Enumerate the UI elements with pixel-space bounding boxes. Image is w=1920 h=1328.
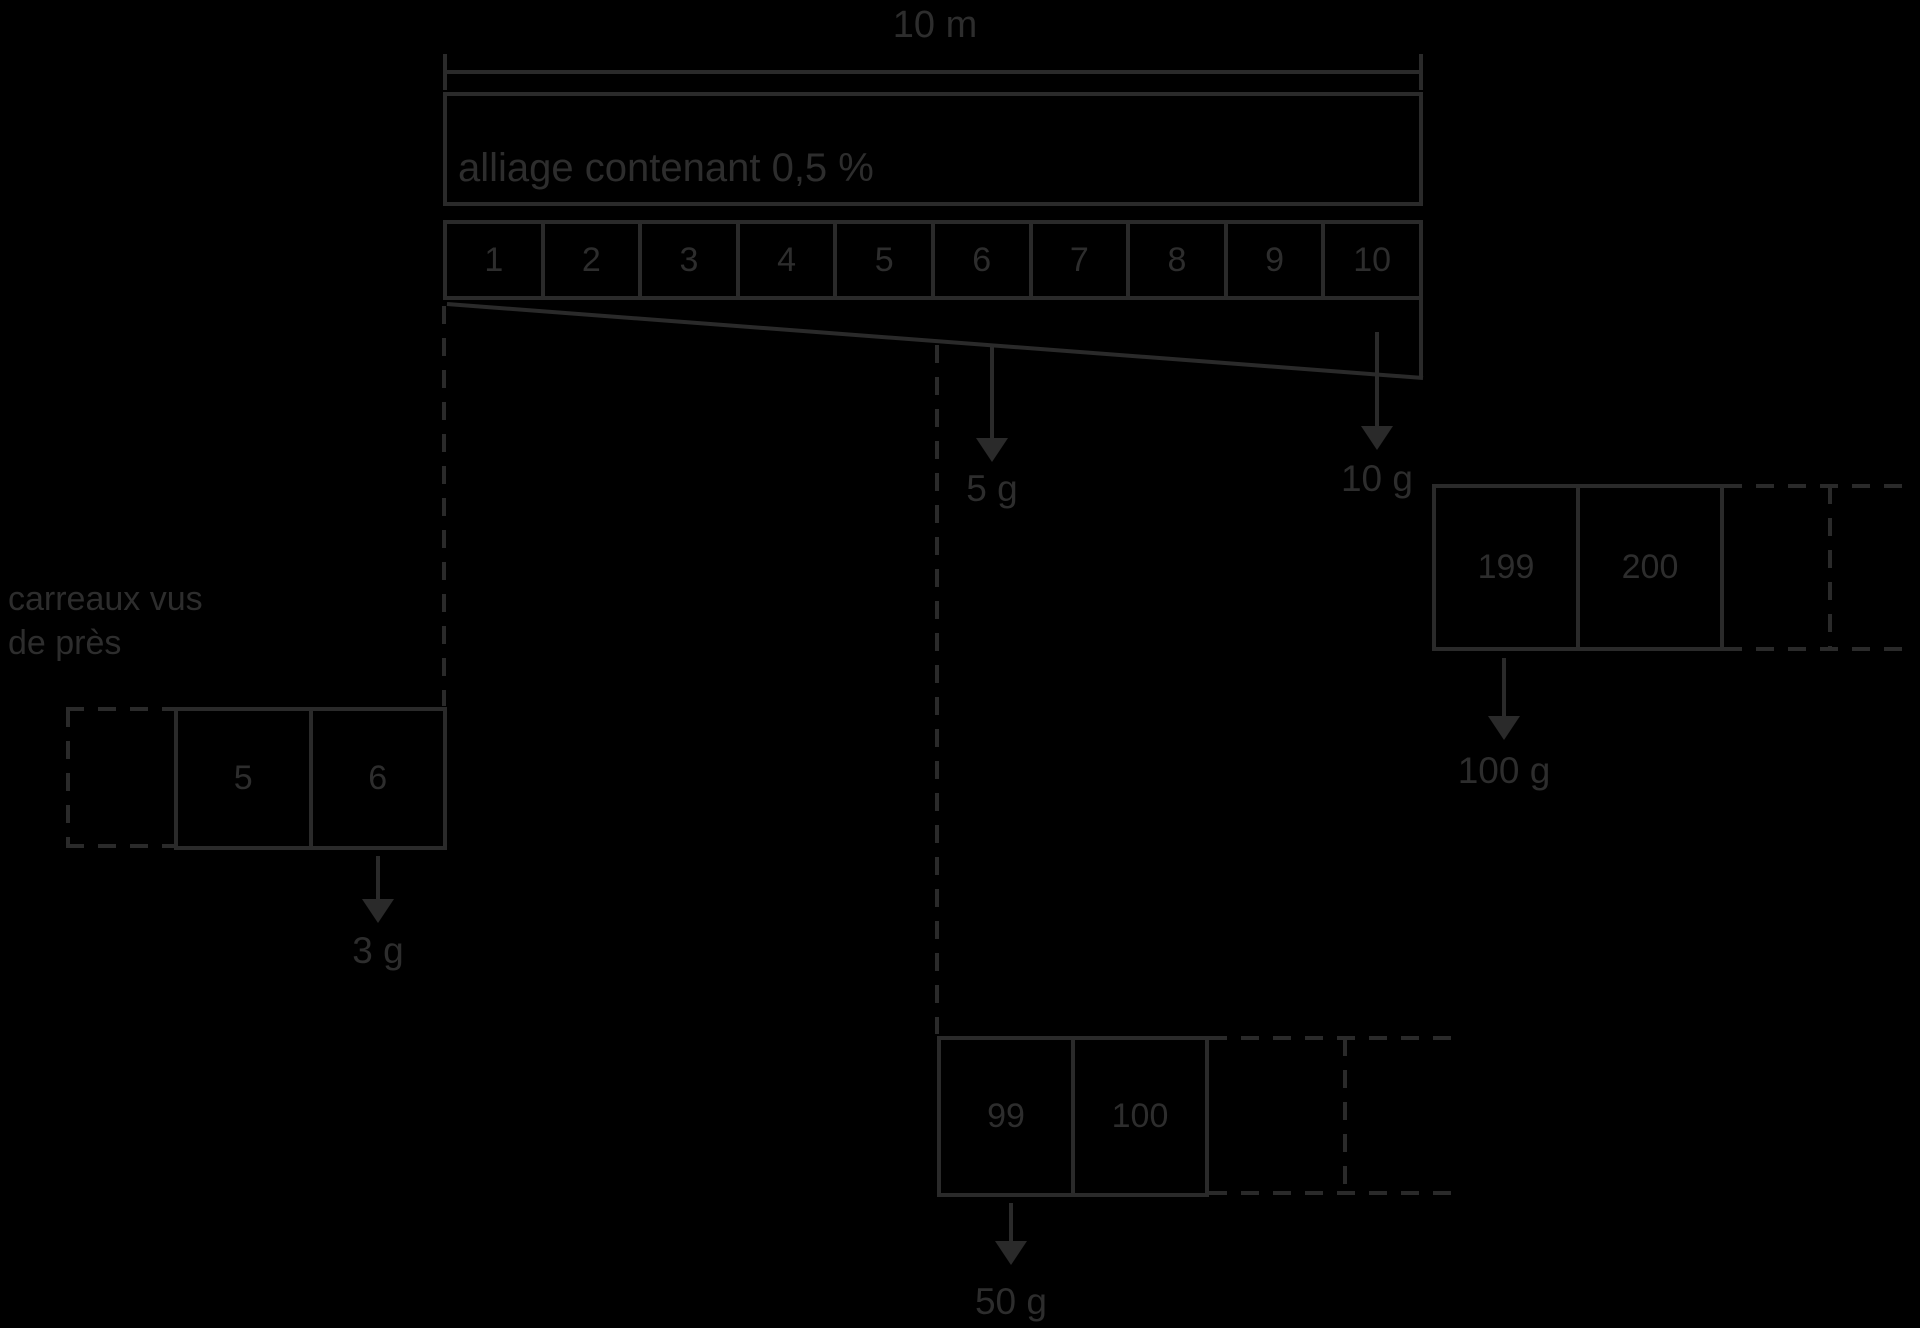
bottom-detail-cell: 100 — [1071, 1036, 1209, 1197]
strip-cell: 10 — [1321, 220, 1423, 300]
caption-line-2: de près — [8, 623, 122, 662]
dimension-bracket-tick-right — [1419, 54, 1423, 90]
strip-cell: 4 — [735, 220, 838, 300]
left-detail-arrow-stem — [376, 856, 380, 901]
left-detail-cell: 5 — [174, 707, 313, 850]
caption-line-1: carreaux vus — [8, 580, 203, 618]
total-length-label: 10 m — [892, 4, 978, 46]
end-arrow-stem — [1375, 332, 1379, 428]
mid-down-arrow-icon — [976, 438, 1008, 462]
right-detail-arrow-label: 100 g — [1457, 750, 1551, 791]
left-detail-box: 5 6 — [174, 707, 447, 850]
bottom-detail-box: 99 100 — [937, 1036, 1209, 1197]
mid-arrow-label: 5 g — [966, 468, 1018, 509]
dimension-bracket-line — [443, 70, 1423, 74]
left-detail-arrow-label: 3 g — [352, 930, 404, 971]
bar-label: alliage contenant 0,5 % — [458, 146, 874, 190]
strip-cell: 6 — [930, 220, 1033, 300]
bottom-detail-arrow-stem — [1009, 1203, 1013, 1243]
strip-cell: 1 — [443, 220, 545, 300]
right-detail-box: 199 200 — [1432, 484, 1724, 651]
strip-cell: 3 — [638, 220, 740, 300]
left-detail-cell: 6 — [308, 707, 447, 850]
strip-cell: 7 — [1028, 220, 1131, 300]
dimension-bracket-tick-left — [443, 54, 447, 90]
right-detail-cell: 200 — [1576, 484, 1724, 651]
strip: 1 2 3 4 5 6 7 8 9 10 — [443, 220, 1423, 300]
bottom-detail-down-arrow-icon — [995, 1241, 1027, 1265]
bottom-detail-arrow-label: 50 g — [974, 1281, 1047, 1322]
strip-cell: 2 — [540, 220, 643, 300]
strip-cell: 5 — [833, 220, 935, 300]
end-down-arrow-icon — [1361, 426, 1393, 450]
caption: carreaux vus de près — [8, 578, 308, 665]
bottom-detail-cell: 99 — [937, 1036, 1075, 1197]
mid-arrow-stem — [990, 345, 994, 440]
strip-cell: 8 — [1126, 220, 1228, 300]
slant-line — [446, 302, 1424, 380]
right-detail-cell: 199 — [1432, 484, 1580, 651]
end-arrow-label: 10 g — [1340, 458, 1413, 499]
right-detail-arrow-stem — [1502, 658, 1506, 718]
right-detail-down-arrow-icon — [1488, 716, 1520, 740]
strip-cell: 9 — [1223, 220, 1326, 300]
left-detail-down-arrow-icon — [362, 899, 394, 923]
bar-outline — [443, 92, 1423, 206]
